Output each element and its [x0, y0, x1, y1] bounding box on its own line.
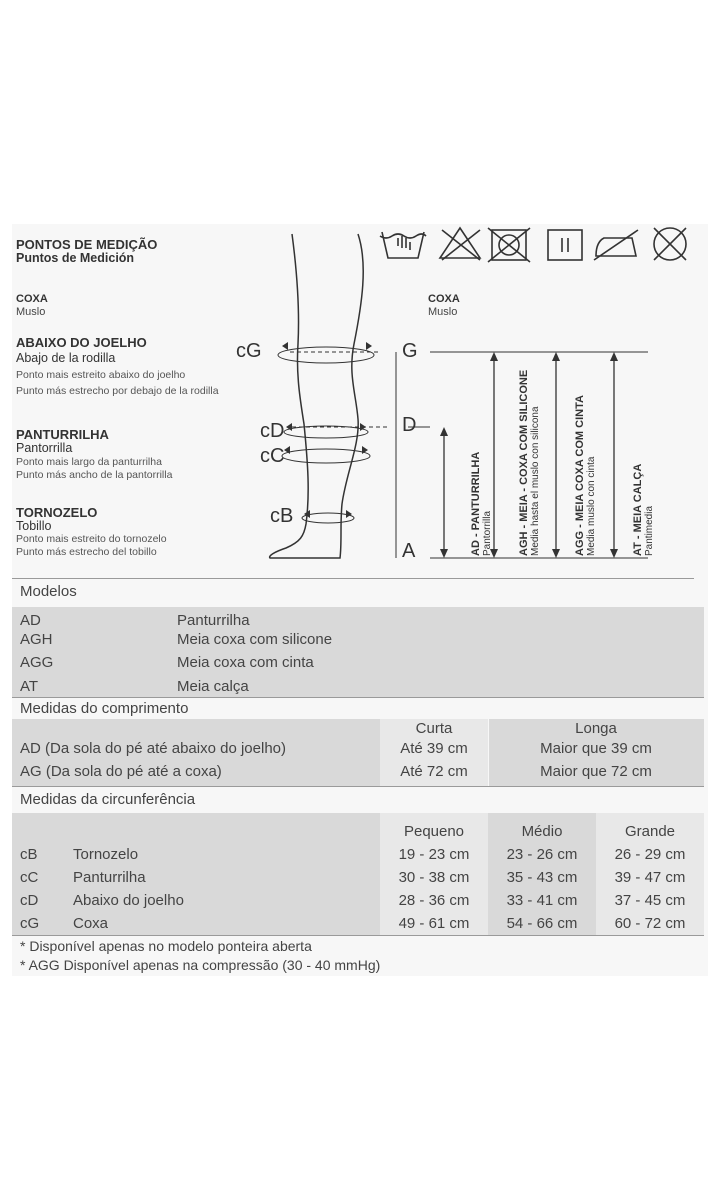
circ-name: Tornozelo: [73, 846, 139, 863]
header-grande: Grande: [624, 823, 676, 840]
header-pequeno: Pequeno: [403, 823, 465, 840]
label-joelho-es: Abajo de la rodilla: [16, 351, 116, 365]
leg-outline: [268, 233, 364, 559]
comprimento-label: AG (Da sola do pé até a coxa): [20, 763, 222, 780]
label-coxa: COXA: [16, 293, 48, 305]
modelo-code: AD: [20, 612, 41, 629]
comprimento-title: Medidas do comprimento: [20, 700, 189, 717]
label-panturrilha-desc-pt: Ponto mais largo da panturrilha: [16, 456, 162, 468]
bar-label-at: AT - MEIA CALÇA Pantimedia: [632, 463, 655, 556]
no-tumble-dry-icon: [487, 227, 531, 263]
circ-name: Panturrilha: [73, 869, 146, 886]
label-joelho-desc-es: Punto más estrecho por debajo de la rodi…: [16, 385, 219, 397]
circ-g: 37 - 45 cm: [614, 892, 686, 909]
modelo-name: Panturrilha: [177, 612, 250, 629]
hand-wash-icon: [379, 231, 427, 259]
label-panturrilha: PANTURRILHA: [16, 427, 109, 442]
label-cc: cC: [260, 445, 285, 467]
care-icons: [379, 226, 687, 263]
comprimento-curta: Até 72 cm: [400, 763, 468, 780]
footnote: * AGG Disponível apenas na compressão (3…: [20, 957, 381, 973]
label-tornozelo-desc-pt: Ponto mais estreito do tornozelo: [16, 533, 167, 545]
label-a: A: [402, 540, 416, 562]
circ-m: 35 - 43 cm: [506, 869, 578, 886]
page-subtitle: Puntos de Medición: [16, 251, 135, 265]
circ-p: 49 - 61 cm: [398, 915, 470, 932]
circ-g: 39 - 47 cm: [614, 869, 686, 886]
circ-code: cG: [20, 915, 40, 932]
label-cb: cB: [270, 505, 294, 527]
modelo-name: Meia coxa com silicone: [177, 631, 333, 648]
modelo-code: AGH: [20, 631, 53, 648]
bar-label-agg: AGG - MEIA COXA COM CINTA Media muslo co…: [574, 395, 597, 556]
circ-p: 19 - 23 cm: [398, 846, 470, 863]
footnote: * Disponível apenas no modelo ponteira a…: [20, 938, 312, 954]
circ-name: Coxa: [73, 915, 109, 932]
label-tornozelo: TORNOZELO: [16, 505, 98, 520]
comprimento-label: AD (Da sola do pé até abaixo do joelho): [20, 740, 287, 757]
circ-name: Abaixo do joelho: [73, 892, 184, 909]
circ-code: cD: [20, 892, 39, 909]
label-joelho-desc-pt: Ponto mais estreito abaixo do joelho: [16, 369, 186, 381]
circ-m: 33 - 41 cm: [506, 892, 578, 909]
no-bleach-icon: [438, 226, 482, 261]
header-longa: Longa: [575, 720, 617, 737]
cc-ellipse: [281, 448, 371, 464]
label-tornozelo-es: Tobillo: [16, 519, 52, 533]
circ-g: 26 - 29 cm: [614, 846, 686, 863]
label-coxa-es: Muslo: [16, 306, 46, 318]
label-cd: cD: [260, 420, 285, 442]
label-panturrilha-desc-es: Punto más ancho de la pantorrilla: [16, 469, 173, 481]
header-curta: Curta: [415, 720, 453, 737]
bar-label-ad: AD - PANTURRILHA Pantorrilla: [470, 451, 493, 556]
line-dry-icon: [547, 229, 583, 261]
circ-m: 54 - 66 cm: [506, 915, 578, 932]
modelo-code: AT: [20, 678, 39, 695]
diagram-coxa-es: Muslo: [428, 306, 458, 318]
cb-ellipse: [301, 512, 355, 524]
diagram-coxa: COXA: [428, 293, 460, 305]
comprimento-curta: Até 39 cm: [400, 740, 468, 757]
circ-code: cC: [20, 869, 39, 886]
bar-label-agh: AGH - MEIA - COXA COM SILICONE Media has…: [518, 369, 541, 556]
modelos-title: Modelos: [20, 583, 77, 600]
circ-code: cB: [20, 846, 38, 863]
circunferencia-title: Medidas da circunferência: [20, 791, 196, 808]
circ-p: 28 - 36 cm: [398, 892, 470, 909]
label-joelho: ABAIXO DO JOELHO: [16, 335, 147, 350]
label-cg: cG: [236, 340, 262, 362]
label-g: G: [402, 340, 418, 362]
no-iron-icon: [593, 229, 639, 261]
no-dry-clean-icon: [653, 227, 687, 261]
label-tornozelo-desc-es: Punto más estrecho del tobillo: [16, 546, 157, 558]
cd-ellipse: [283, 425, 369, 439]
modelo-code: AGG: [20, 654, 54, 671]
cg-ellipse: [277, 346, 375, 364]
label-panturrilha-es: Pantorrilla: [16, 441, 73, 455]
label-d: D: [402, 414, 417, 436]
circ-g: 60 - 72 cm: [614, 915, 686, 932]
modelo-name: Meia coxa com cinta: [177, 654, 314, 671]
modelo-name: Meia calça: [177, 678, 249, 695]
circ-p: 30 - 38 cm: [398, 869, 470, 886]
comprimento-longa: Maior que 39 cm: [540, 740, 652, 757]
page-title: PONTOS DE MEDIÇÃO: [16, 237, 158, 252]
comprimento-longa: Maior que 72 cm: [540, 763, 652, 780]
circ-m: 23 - 26 cm: [506, 846, 578, 863]
header-medio: Médio: [521, 823, 563, 840]
leg-diagram: [268, 233, 648, 559]
